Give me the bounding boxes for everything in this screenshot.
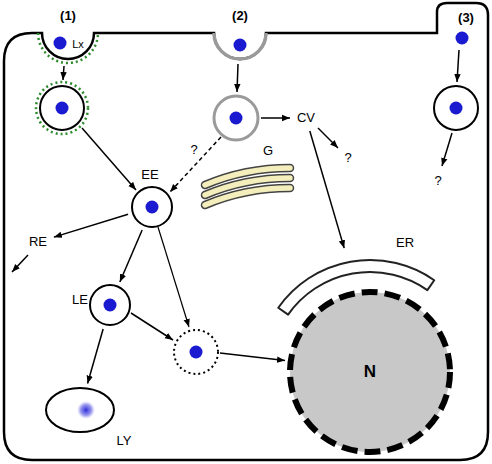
compartment-name: CV — [297, 111, 315, 125]
pathway-arrow — [237, 64, 238, 92]
cargo-dot — [56, 102, 69, 115]
pathway-arrow — [220, 353, 285, 361]
unknown-mark: ? — [190, 143, 197, 157]
transport-vesicle — [174, 330, 218, 374]
compartment-name: EE — [141, 168, 158, 182]
pathway-arrow — [54, 214, 128, 237]
caveolar-vesicle — [214, 96, 258, 140]
cargo-dot — [450, 102, 463, 115]
compartment-name: ER — [396, 236, 414, 250]
caveola-pit — [214, 33, 266, 59]
compartment-name: RE — [29, 235, 47, 249]
golgi-cisterna-outline — [205, 188, 290, 205]
shape-outline — [198, 160, 298, 214]
pathway-number: (3) — [458, 11, 474, 25]
cargo-dot — [54, 37, 67, 50]
vesicle-membrane — [90, 285, 130, 325]
nucleus: N — [290, 292, 450, 452]
pathway-arrow — [318, 128, 338, 148]
pathway-arrow — [12, 255, 28, 272]
cargo-label: Lx — [72, 38, 84, 50]
unknown-mark: ? — [434, 174, 441, 188]
cargo-dot — [230, 112, 243, 125]
pathway-arrow — [457, 50, 459, 82]
compartment-label: CV — [294, 109, 318, 127]
macropinosome — [434, 86, 478, 130]
golgi-cisterna — [205, 188, 290, 205]
clathrin-coat — [36, 82, 88, 134]
nuclear-envelope — [290, 292, 450, 452]
pathway-arrow — [442, 133, 452, 166]
pathway-number: (1) — [60, 9, 76, 23]
pathway-arrow — [88, 329, 104, 384]
cargo-dot — [456, 32, 469, 45]
shape-outline — [46, 388, 114, 432]
golgi-stack: G — [198, 160, 298, 214]
shape-outline — [132, 187, 172, 227]
pathway-arrow — [158, 227, 189, 327]
cargo-dot — [104, 299, 117, 312]
pathway-arrow — [261, 117, 290, 119]
pathway-arrow — [82, 128, 136, 190]
pathway-arrow — [63, 66, 64, 80]
cell-membrane — [4, 3, 488, 460]
vesicle-membrane — [132, 187, 172, 227]
compartment-name: G — [263, 144, 273, 158]
clathrin-coat — [38, 33, 98, 63]
unknown-mark: ? — [344, 151, 351, 165]
pathway-arrow — [310, 131, 344, 248]
late-endosome: LE — [90, 285, 130, 325]
pathway-number: (2) — [232, 9, 248, 23]
shape-outline — [90, 285, 130, 325]
degraded-cargo — [77, 401, 95, 419]
early-endosome: EE — [132, 187, 172, 227]
compartment-label: RE — [26, 233, 50, 251]
pathway-arrow — [131, 313, 173, 340]
coated-vesicle — [40, 86, 84, 130]
cargo-dot — [146, 201, 159, 214]
lysosome-membrane — [46, 388, 114, 432]
compartment-name: N — [364, 363, 376, 382]
compartment-name: LE — [72, 293, 88, 307]
compartment-name: LY — [117, 434, 132, 448]
cargo-dot — [234, 39, 247, 52]
lysosome: LY — [46, 388, 114, 432]
cargo-dot — [190, 346, 203, 359]
pathway-arrow — [120, 230, 142, 282]
